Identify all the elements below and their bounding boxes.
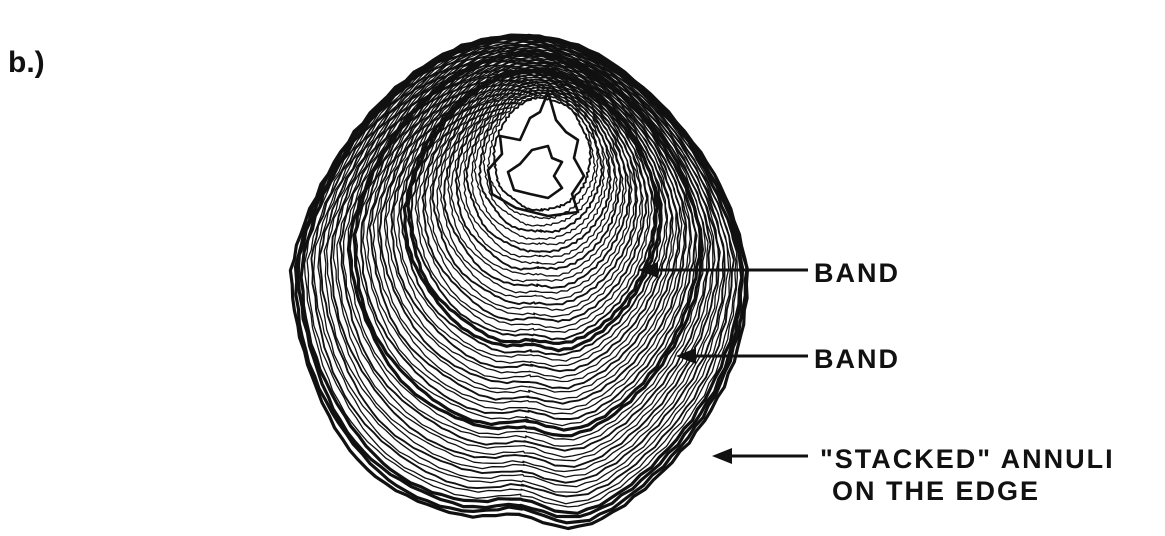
- callout-stacked-annuli: "STACKED" ANNULI ON THE EDGE: [712, 444, 1115, 506]
- callout-stacked-label-line2: ON THE EDGE: [832, 476, 1040, 506]
- callout-band-inner-label: BAND: [814, 258, 900, 288]
- panel-label: b.): [8, 46, 45, 79]
- arrow-left-icon: [712, 448, 732, 464]
- callout-band-outer-label: BAND: [814, 344, 900, 374]
- callout-stacked-label: "STACKED" ANNULI: [820, 444, 1115, 474]
- growth-rings: [290, 35, 747, 528]
- callout-band-inner: BAND: [638, 258, 900, 288]
